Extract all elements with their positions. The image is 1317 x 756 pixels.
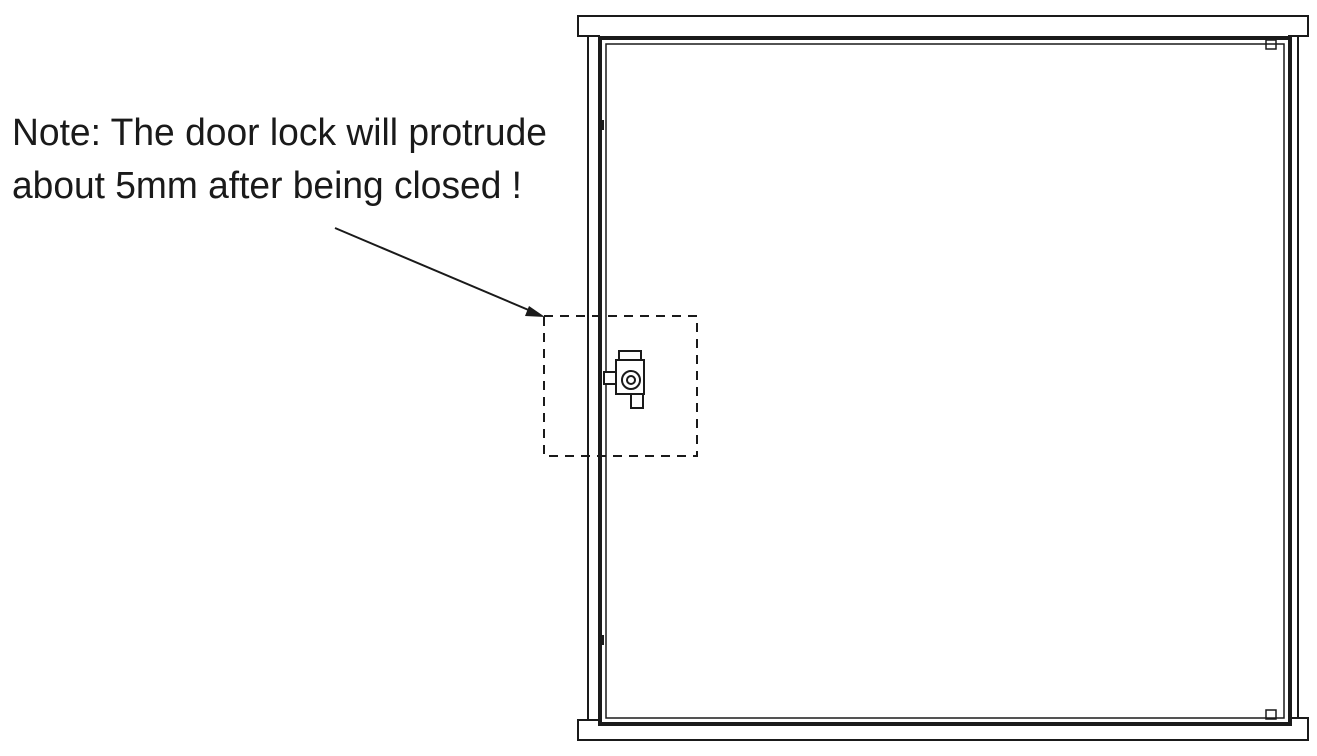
door-lock	[603, 350, 645, 409]
note-text-line-2: about 5mm after being closed !	[12, 165, 522, 207]
cabinet-outer-frame	[577, 15, 1309, 741]
door-panel	[598, 36, 1292, 726]
lock-highlight-box	[543, 315, 698, 457]
leader-arrow	[334, 227, 545, 317]
note-text-line-1: Note: The door lock will protrude	[12, 112, 547, 154]
